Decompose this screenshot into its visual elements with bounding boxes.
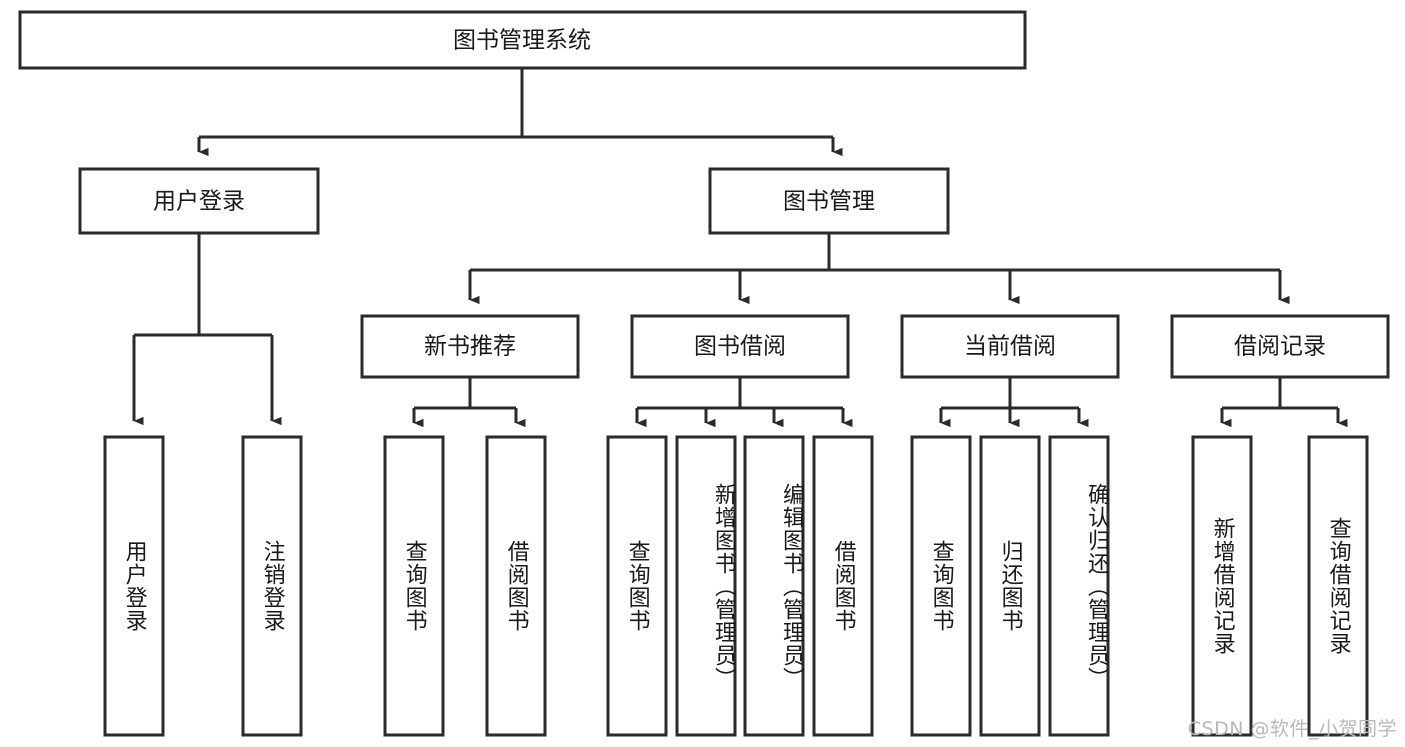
node-user-login-box[interactable] <box>78 167 320 235</box>
node-user-login-label: 用户登录 <box>153 189 245 215</box>
node-book-borrow-box[interactable] <box>630 314 850 379</box>
connectors-new-book-rec-to-leaves <box>412 377 526 428</box>
connectors-book-borrow-to-leaves <box>635 377 853 428</box>
node-leaf-query-record-box[interactable] <box>1307 435 1369 737</box>
node-root-box[interactable] <box>18 10 1027 70</box>
node-book-borrow[interactable]: 图书借阅 <box>630 314 850 379</box>
node-leaf-query-book-1-box[interactable] <box>383 435 445 737</box>
node-book-manage-label: 图书管理 <box>783 189 875 215</box>
node-book-manage-box[interactable] <box>708 167 950 235</box>
node-new-book-rec-box[interactable] <box>360 314 580 379</box>
node-leaf-borrow-book-1-box[interactable] <box>485 435 547 737</box>
node-book-manage[interactable]: 图书管理 <box>708 167 950 235</box>
connectors-user-login-to-leaves <box>132 233 282 426</box>
node-current-borrow-box[interactable] <box>900 314 1120 379</box>
node-current-borrow-label: 当前借阅 <box>964 334 1056 360</box>
node-leaf-confirm-return-box[interactable] <box>1048 435 1110 737</box>
node-leaf-edit-book-box[interactable] <box>743 435 805 737</box>
connectors-current-borrow-to-leaves <box>939 377 1089 428</box>
node-leaf-add-book-box[interactable] <box>675 435 737 737</box>
connectors-root-to-level2 <box>197 68 843 157</box>
connectors-book-manage-to-level3 <box>468 233 1290 305</box>
node-new-book-rec-label: 新书推荐 <box>424 334 516 360</box>
node-leaf-logout-box[interactable] <box>241 435 303 737</box>
node-root-label: 图书管理系统 <box>453 28 591 54</box>
node-new-book-rec[interactable]: 新书推荐 <box>360 314 580 379</box>
node-leaf-user-login-box[interactable] <box>103 435 165 737</box>
node-leaf-add-record-box[interactable] <box>1191 435 1253 737</box>
node-current-borrow[interactable]: 当前借阅 <box>900 314 1120 379</box>
node-leaf-return-book-box[interactable] <box>979 435 1041 737</box>
connectors-borrow-record-to-leaves <box>1220 377 1348 428</box>
node-root[interactable]: 图书管理系统 <box>18 10 1027 70</box>
node-user-login[interactable]: 用户登录 <box>78 167 320 235</box>
node-leaf-query-book-3-box[interactable] <box>910 435 972 737</box>
csdn-watermark: CSDN @软件_小贺同学 <box>1187 718 1397 740</box>
node-borrow-record-label: 借阅记录 <box>1234 334 1326 360</box>
node-leaf-borrow-book-2-box[interactable] <box>812 435 874 737</box>
node-leaf-query-book-2-box[interactable] <box>606 435 668 737</box>
node-borrow-record-box[interactable] <box>1170 314 1390 379</box>
node-borrow-record[interactable]: 借阅记录 <box>1170 314 1390 379</box>
node-book-borrow-label: 图书借阅 <box>694 334 786 360</box>
